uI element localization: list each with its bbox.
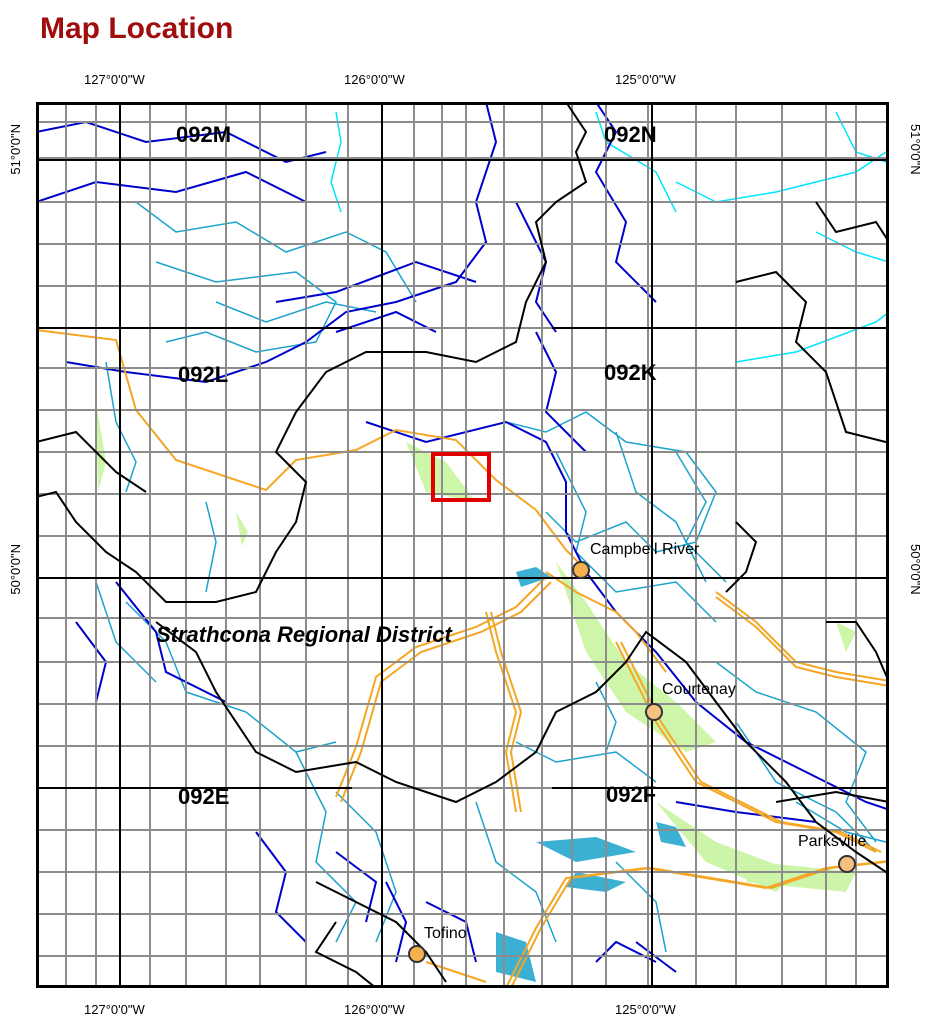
graticule bbox=[36, 102, 889, 988]
city-campbell-river: Campbell River bbox=[572, 541, 700, 579]
sheet-label-092e: 092E bbox=[178, 784, 229, 809]
lon-label-bottom-126: 126°0'0"W bbox=[344, 1002, 405, 1017]
sheet-label-092k: 092K bbox=[604, 360, 657, 385]
city-marker bbox=[645, 703, 663, 721]
district-boundary bbox=[36, 102, 889, 988]
lon-label-bottom-125: 125°0'0"W bbox=[615, 1002, 676, 1017]
lat-label-left-51: 51°0'0"N bbox=[8, 124, 23, 175]
district-label: Strathcona Regional District bbox=[156, 622, 454, 647]
lat-label-right-50: 50°0'0"N bbox=[908, 544, 923, 595]
city-label: Tofino bbox=[424, 925, 467, 942]
page-title: Map Location bbox=[40, 12, 234, 45]
location-map: 092M 092N 092L 092K 092E 092F Strathcona… bbox=[36, 102, 889, 988]
study-area-box bbox=[431, 452, 491, 502]
lon-label-top-126: 126°0'0"W bbox=[344, 72, 405, 87]
lon-label-top-127: 127°0'0"W bbox=[84, 72, 145, 87]
city-marker bbox=[408, 945, 426, 963]
sheet-label-092n: 092N bbox=[604, 122, 657, 147]
sheet-label-092f: 092F bbox=[606, 782, 656, 807]
city-marker bbox=[838, 855, 856, 873]
map-background bbox=[36, 102, 889, 988]
sheet-label-092l: 092L bbox=[178, 362, 228, 387]
city-parksville: Parksville bbox=[798, 833, 867, 873]
lat-label-left-50: 50°0'0"N bbox=[8, 544, 23, 595]
map-frame bbox=[36, 102, 889, 988]
city-marker bbox=[572, 561, 590, 579]
city-label: Courtenay bbox=[662, 681, 736, 698]
city-tofino: Tofino bbox=[408, 925, 467, 963]
lon-label-bottom-127: 127°0'0"W bbox=[84, 1002, 145, 1017]
sheet-label-092m: 092M bbox=[176, 122, 231, 147]
city-label: Parksville bbox=[798, 833, 867, 850]
city-label: Campbell River bbox=[590, 541, 700, 558]
lon-label-top-125: 125°0'0"W bbox=[615, 72, 676, 87]
lat-label-right-51: 51°0'0"N bbox=[908, 124, 923, 175]
city-courtenay: Courtenay bbox=[645, 681, 736, 721]
